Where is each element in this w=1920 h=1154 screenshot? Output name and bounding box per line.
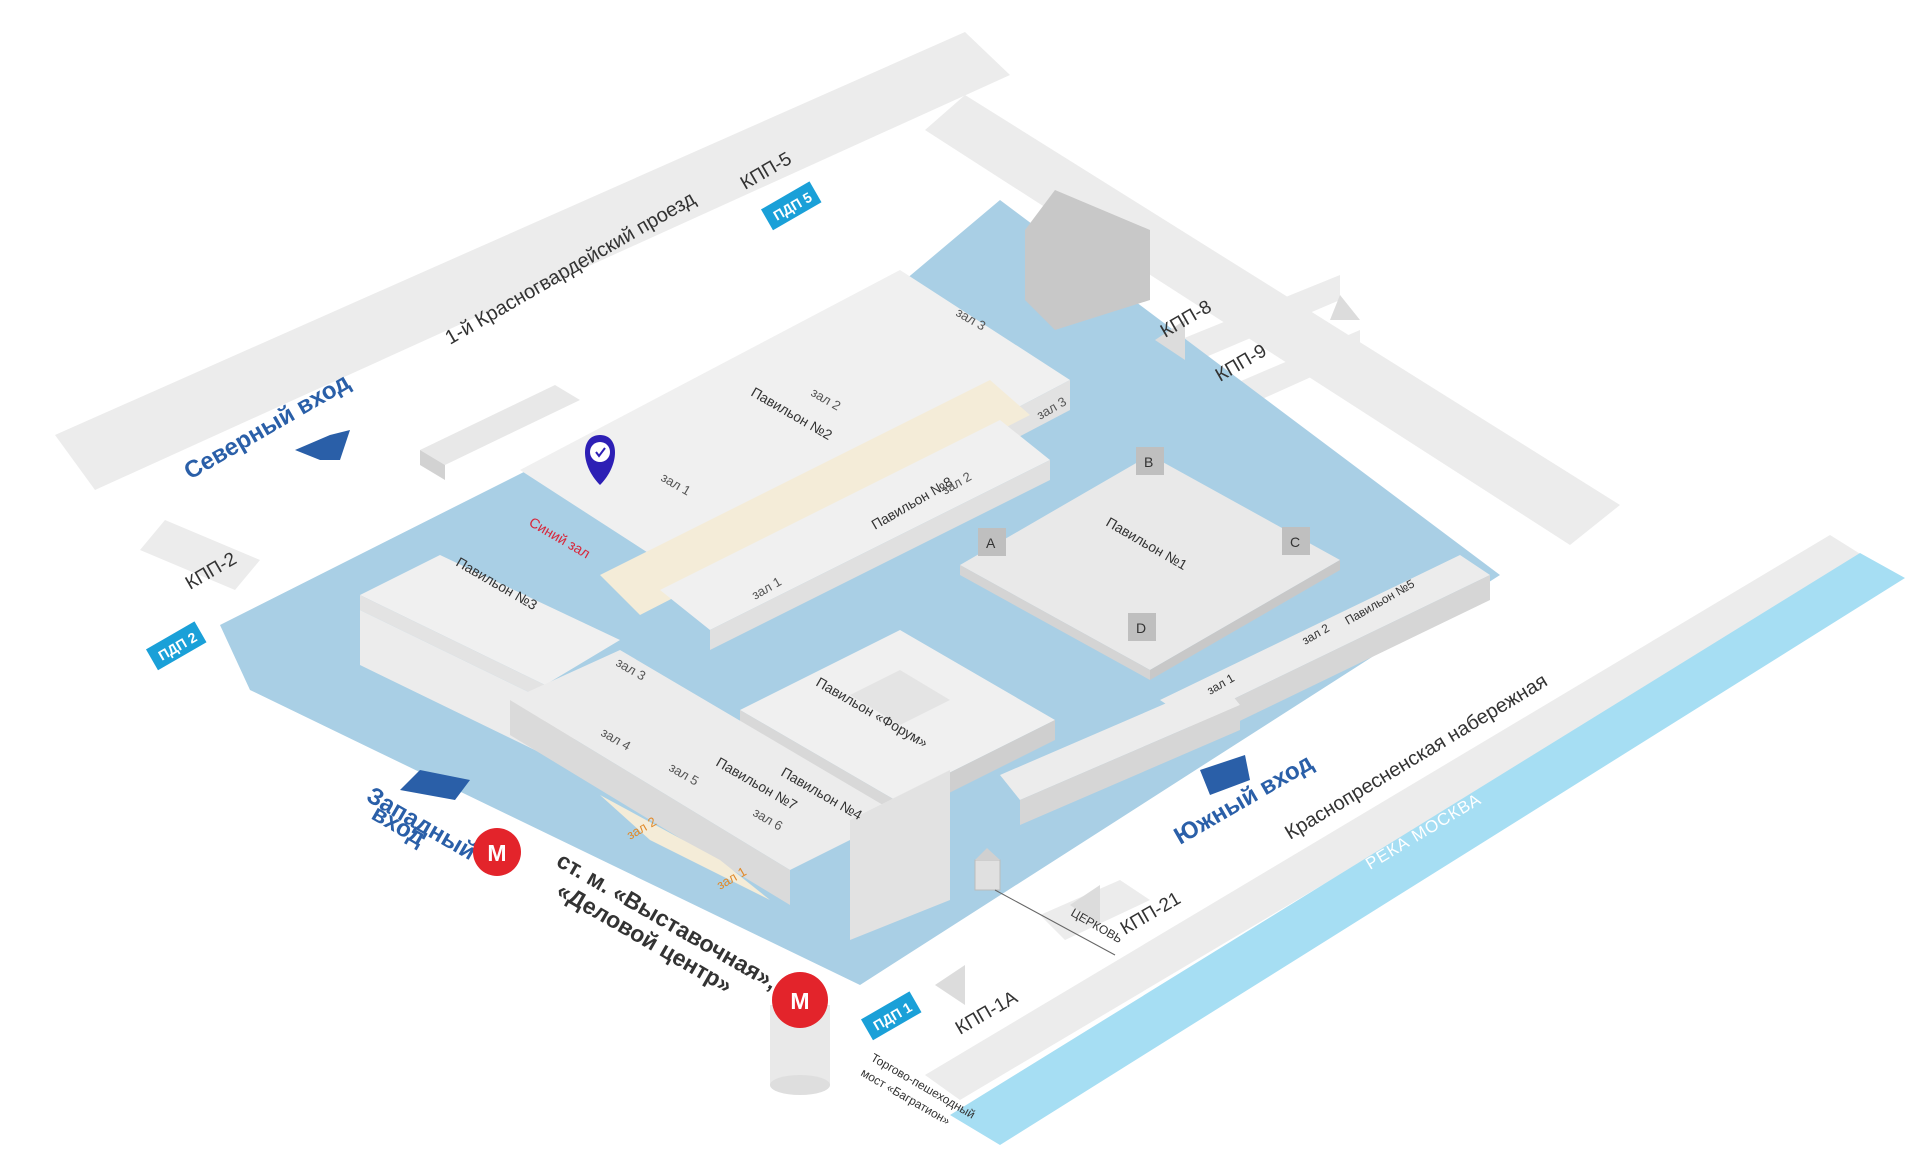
metro-bridge-icon[interactable]: M [770, 972, 830, 1095]
kpp21-arrow [1070, 885, 1100, 925]
corner-tower-c [1282, 527, 1310, 555]
north-buildings [420, 190, 1150, 480]
pdp2-badge[interactable]: ПДП 2 [146, 621, 207, 671]
svg-text:M: M [487, 840, 506, 866]
pavilion-1-building [960, 447, 1340, 680]
south-road [925, 535, 1870, 1100]
site-area [220, 200, 1500, 985]
corner-letter-b: B [1144, 454, 1153, 470]
kpp2-road [140, 520, 260, 590]
pavilion-8-building [660, 420, 1050, 650]
west-entry-arrow[interactable] [400, 770, 470, 800]
svg-text:M: M [790, 988, 809, 1014]
kpp8-arrow [1155, 320, 1185, 360]
corner-tower-b [1136, 447, 1164, 475]
pdp1-badge[interactable]: ПДП 1 [861, 991, 922, 1041]
pavilion-7-building [510, 650, 950, 940]
corner-tower-d [1128, 613, 1156, 641]
north-entry-arrow[interactable] [295, 430, 350, 460]
kpp9-arrow [1330, 295, 1360, 320]
corner-tower-a [978, 528, 1006, 556]
river [950, 553, 1905, 1145]
corner-letter-d: D [1136, 620, 1146, 636]
pavilion-5-building [1000, 555, 1490, 825]
pdp5-badge[interactable]: ПДП 5 [761, 181, 822, 231]
roads [55, 32, 1870, 1100]
metro-icon[interactable]: M [473, 828, 521, 876]
kpp1a-arrow [935, 965, 965, 1005]
south-entry-arrow[interactable] [1200, 755, 1250, 795]
north-road [55, 32, 1010, 490]
corner-letter-c: C [1290, 534, 1300, 550]
map-pin-icon[interactable] [585, 435, 615, 485]
corner-letter-a: A [986, 535, 996, 551]
